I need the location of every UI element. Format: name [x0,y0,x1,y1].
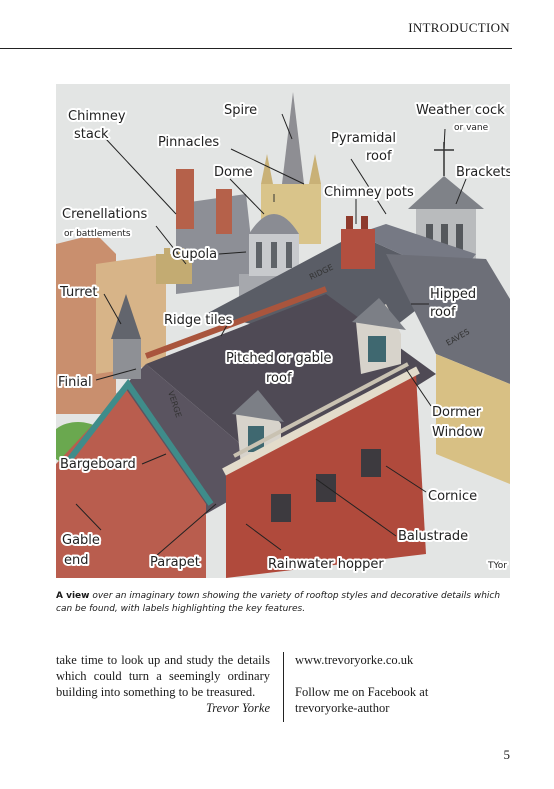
label-dome: Dome [214,165,253,180]
label-dormer-window-2: Window [432,425,484,440]
body-paragraph: take time to look up and study the detai… [56,653,270,699]
column-divider [283,652,284,722]
label-cornice: Cornice [428,489,477,504]
header-title: INTRODUCTION [408,20,510,35]
label-finial: Finial [58,375,92,390]
label-pitched-roof-2: roof [266,371,292,386]
author-signoff: Trevor Yorke [205,701,270,715]
label-crenellations: Crenellations [62,207,147,222]
rooftops-illustration: RIDGE EAVES VERGE Chimney stack Spire We… [56,84,510,578]
header-rule [0,48,512,49]
body-right-column: www.trevoryorke.co.uk Follow me on Faceb… [295,652,510,716]
label-parapet: Parapet [150,555,200,570]
label-pitched-roof: Pitched or gable [226,351,332,366]
label-chimney-pots: Chimney pots [324,185,414,200]
label-turret: Turret [59,285,97,300]
label-balustrade: Balustrade [398,529,468,544]
label-rainwater-hopper: Rainwater hopper [268,557,384,572]
figure-caption: A view over an imaginary town showing th… [56,590,510,615]
label-dormer-window: Dormer [432,405,482,420]
label-hipped-roof: Hipped [430,287,476,302]
label-brackets: Brackets [456,165,510,180]
label-spire: Spire [224,103,257,118]
label-weather-cock: Weather cock [416,103,505,118]
facebook-line-1: Follow me on Facebook at [295,685,429,699]
label-bargeboard: Bargeboard [60,457,136,472]
body-left-column: take time to look up and study the detai… [56,652,270,716]
label-pyramidal-roof: Pyramidal [331,131,396,146]
label-ridge-tiles: Ridge tiles [164,313,233,328]
caption-text: over an imaginary town showing the varie… [56,591,501,614]
artist-signature: TYor [487,561,507,571]
label-gable-end-2: end [64,553,89,568]
label-weather-cock-2: or vane [454,123,489,133]
label-pyramidal-roof-2: roof [366,149,392,164]
website-link[interactable]: www.trevoryorke.co.uk [295,653,414,667]
label-pinnacles: Pinnacles [158,135,219,150]
label-hipped-roof-2: roof [430,305,456,320]
page-number: 5 [503,747,511,762]
label-chimney-stack-2: stack [74,127,109,142]
label-cupola: Cupola [172,247,217,262]
label-crenellations-2: or battlements [64,229,131,239]
facebook-handle[interactable]: trevoryorke-author [295,701,390,715]
caption-lead: A view [56,591,90,601]
label-chimney-stack: Chimney [68,109,126,124]
label-gable-end: Gable [62,533,100,548]
